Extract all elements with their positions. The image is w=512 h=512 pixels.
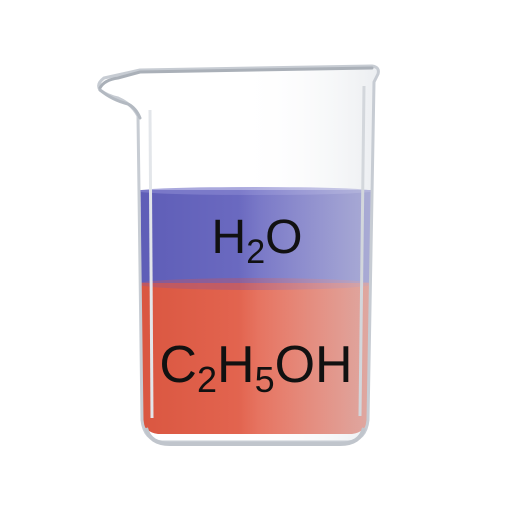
formula-ethanol-part: H bbox=[217, 336, 255, 394]
beaker-base bbox=[144, 427, 366, 446]
formula-water-part: H bbox=[212, 211, 247, 264]
beaker-spout bbox=[98, 88, 142, 120]
formula-ethanol-subscript: 5 bbox=[255, 359, 275, 400]
formula-water-part: O bbox=[265, 211, 302, 264]
beaker-rim bbox=[98, 66, 374, 90]
glass-wall-left bbox=[148, 109, 154, 419]
formula-ethanol-part: C bbox=[159, 336, 197, 394]
formula-water: H2O bbox=[212, 211, 303, 271]
formula-ethanol-part: OH bbox=[275, 336, 353, 394]
formula-water-subscript: 2 bbox=[246, 233, 265, 271]
formula-ethanol-subscript: 2 bbox=[197, 359, 217, 400]
formula-ethanol: C2H5OH bbox=[159, 336, 352, 400]
glass-wall-right bbox=[358, 85, 366, 417]
